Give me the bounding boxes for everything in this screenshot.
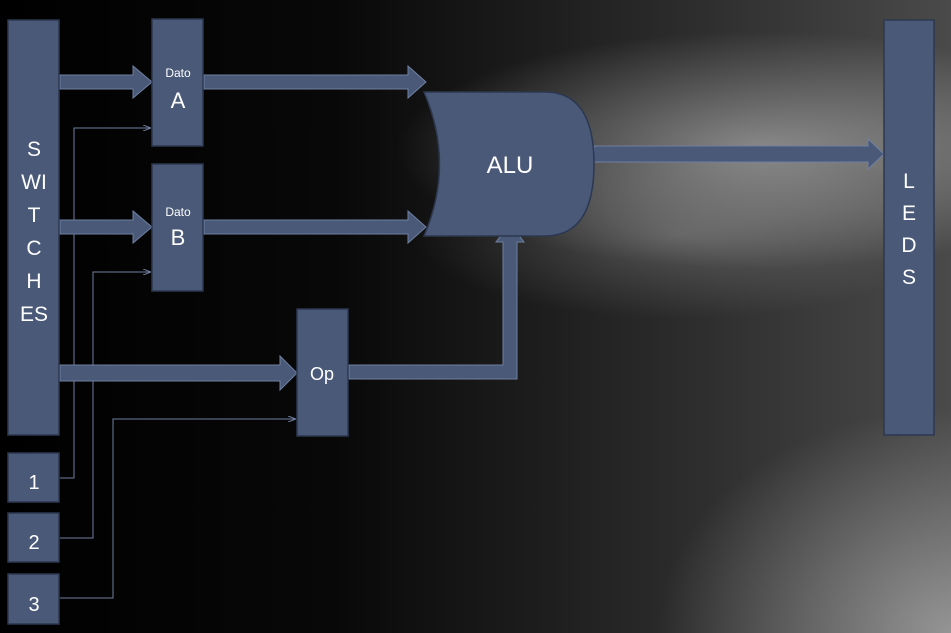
switches-letter: S xyxy=(27,138,41,161)
dato-b-letter: B xyxy=(171,225,186,250)
leds-letter: E xyxy=(902,202,916,225)
arrow-switches-to-dato-a xyxy=(59,64,153,100)
switches-letter: ES xyxy=(20,303,48,326)
dato-a-caption: Dato xyxy=(165,66,191,80)
leds-letter: D xyxy=(901,234,916,257)
leds-letter: L xyxy=(903,170,915,193)
arrow-dato-b-to-alu xyxy=(203,209,427,245)
wire-button-3-to-op xyxy=(60,419,295,599)
arrow-switches-to-dato-b xyxy=(59,209,153,245)
switches-letter: WI xyxy=(21,171,47,194)
op-register xyxy=(296,308,349,437)
button-2-label: 2 xyxy=(28,532,39,554)
switches-label: S WI T C H ES xyxy=(20,138,48,326)
button-1-label: 1 xyxy=(28,472,39,494)
switches-letter: C xyxy=(26,237,41,260)
switches-letter: H xyxy=(26,270,41,293)
dato-b-caption: Dato xyxy=(165,205,191,219)
alu-label: ALU xyxy=(487,152,534,179)
arrow-dato-a-to-alu xyxy=(203,64,427,100)
op-label: Op xyxy=(310,364,334,384)
arrow-switches-to-op xyxy=(59,354,298,392)
button-3 xyxy=(7,573,60,625)
button-2 xyxy=(7,512,60,563)
wire-button-1-to-dato-a xyxy=(60,128,150,479)
leds-label: L E D S xyxy=(901,170,916,289)
alu-block xyxy=(422,91,595,237)
dato-a-register xyxy=(151,18,204,147)
arrow-op-to-alu xyxy=(348,223,526,380)
wire-button-2-to-dato-b xyxy=(60,272,150,539)
dato-b-register xyxy=(151,163,204,292)
leds-letter: S xyxy=(902,266,916,289)
switches-block xyxy=(7,19,60,436)
button-1 xyxy=(7,452,60,503)
arrow-alu-to-leds xyxy=(593,137,885,171)
leds-block xyxy=(883,19,935,436)
switches-letter: T xyxy=(28,204,41,227)
dato-a-letter: A xyxy=(171,88,186,113)
button-3-label: 3 xyxy=(28,594,39,616)
